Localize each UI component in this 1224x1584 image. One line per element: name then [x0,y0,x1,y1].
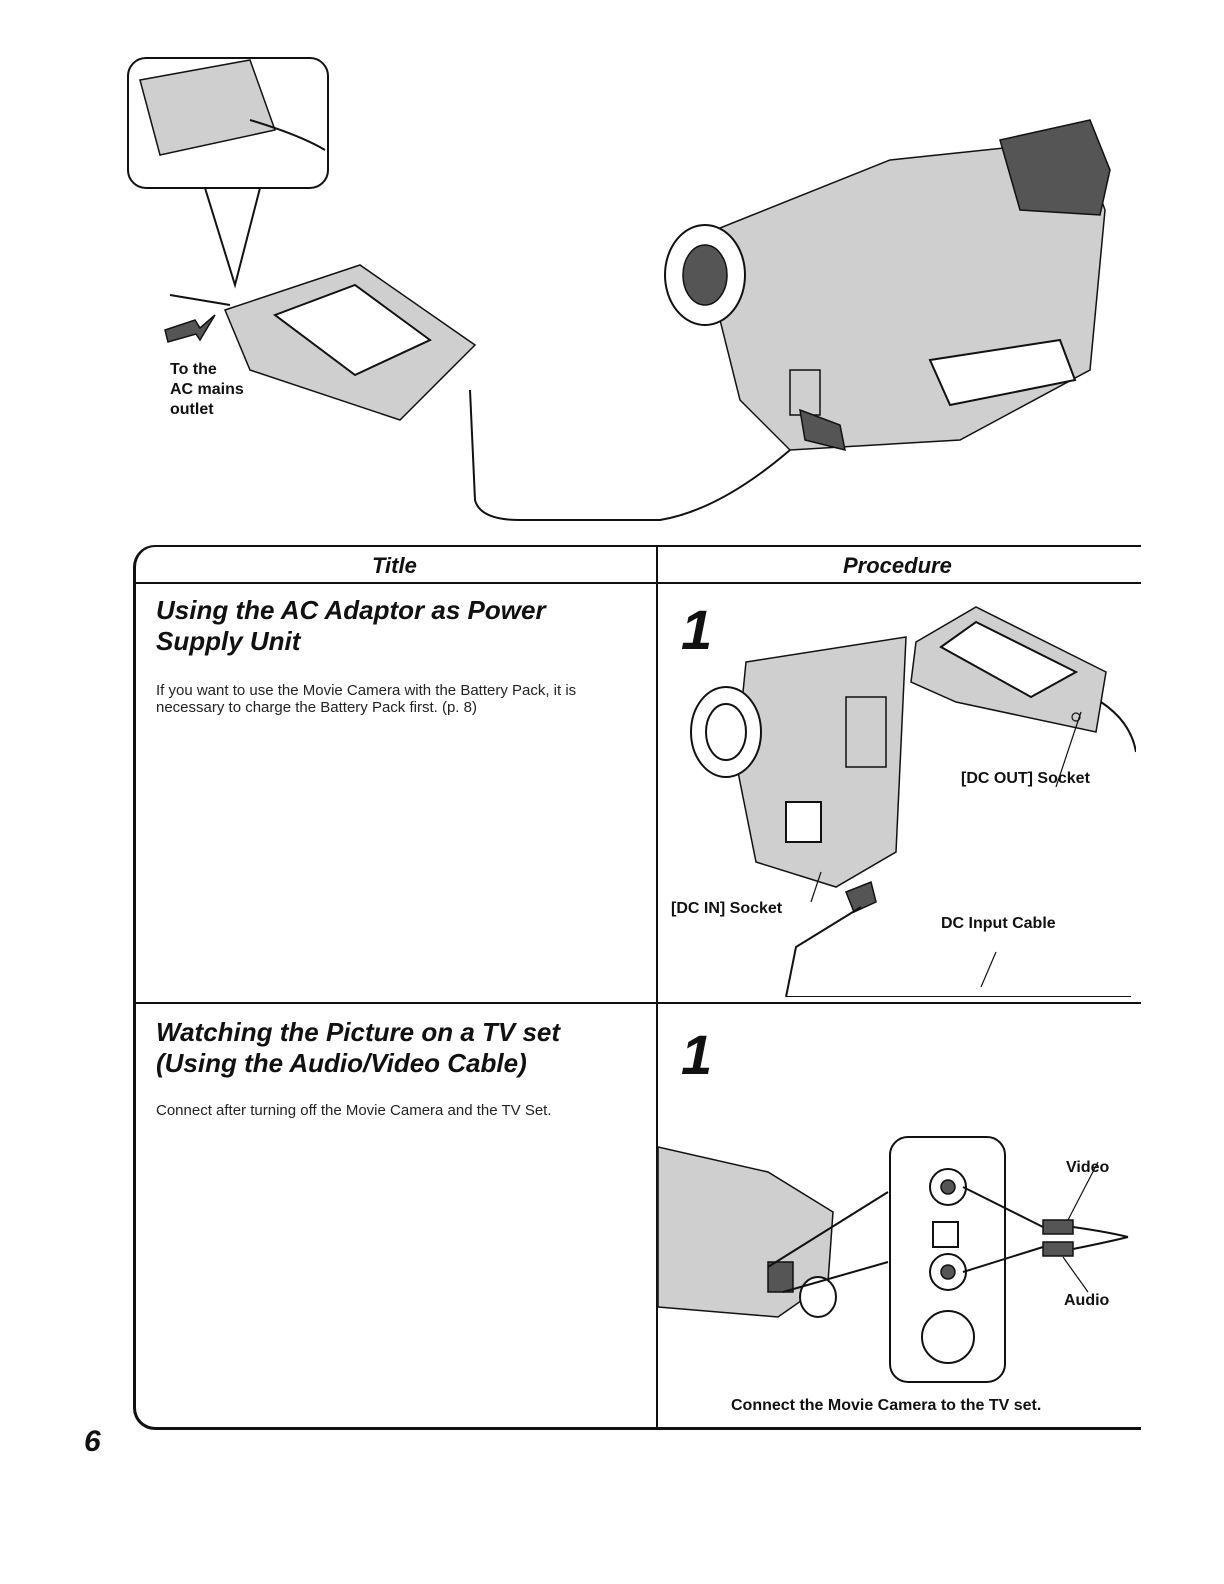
ac-adaptor-camera-illustration [127,57,1111,521]
step-number: 1 [681,1023,713,1086]
video-label: Video [1066,1159,1110,1176]
column-header-procedure: Procedure [843,553,952,578]
dc-in-socket-label: [DC IN] Socket [671,900,783,917]
step-number: 1 [681,598,713,661]
section-title-ac-adaptor: Using the AC Adaptor as Power Supply Uni… [156,595,546,656]
section-body-tv-set: Connect after turning off the Movie Came… [156,1102,552,1119]
ac-mains-outlet-label: To the AC mains outlet [170,361,244,418]
audio-label: Audio [1064,1292,1110,1309]
procedure-table: Title Procedure Using the AC Adaptor as … [133,545,1141,1430]
dc-out-socket-label: [DC OUT] Socket [961,770,1090,787]
column-divider [656,547,658,1427]
row-divider [136,1002,1141,1004]
header-divider [136,582,1141,584]
connect-caption: Connect the Movie Camera to the TV set. [731,1397,1042,1414]
section-title-tv-set: Watching the Picture on a TV set (Using … [156,1017,561,1078]
column-header-title: Title [372,553,417,578]
page-number: 6 [84,1425,101,1458]
av-cable-diagram [658,1136,1129,1383]
dc-connection-diagram [690,606,1136,997]
section-body-ac-adaptor: If you want to use the Movie Camera with… [156,682,577,716]
dc-input-cable-label: DC Input Cable [941,915,1056,932]
